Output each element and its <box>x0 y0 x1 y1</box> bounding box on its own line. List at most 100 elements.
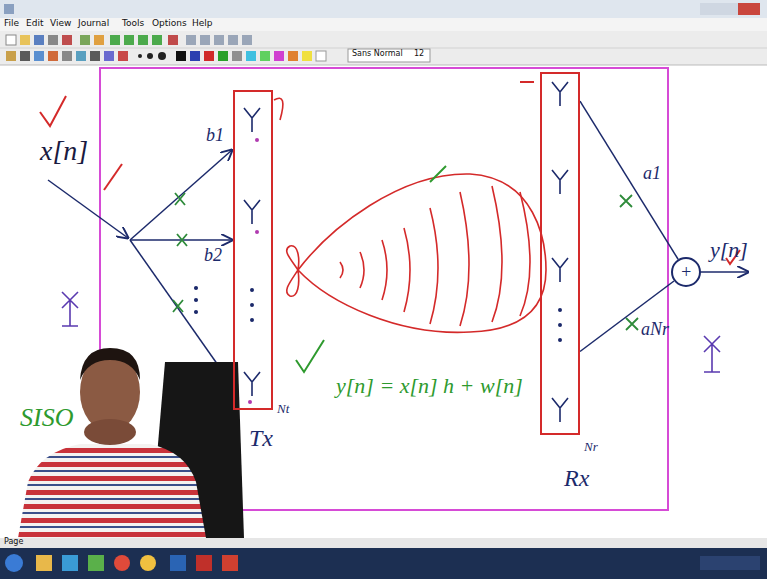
beam-pattern-part <box>382 240 387 300</box>
toolbar-icons-part <box>6 35 16 45</box>
toolbar-icons-part <box>48 51 58 61</box>
antenna-count: Nt <box>277 402 289 416</box>
input-fanout-arrows-part <box>48 180 128 238</box>
antenna-mast-symbols-part <box>62 292 78 326</box>
beam-pattern-part <box>404 228 410 312</box>
beam-pattern-part <box>460 192 469 326</box>
beam-pattern-part <box>287 270 299 296</box>
toolbar-icons-part <box>48 35 58 45</box>
weight-marks-part <box>626 318 638 330</box>
tx-antenna-elements-part <box>255 230 259 234</box>
status-and-taskbar-part <box>700 556 760 570</box>
beam-pattern-part <box>274 98 283 120</box>
beam-pattern-part <box>492 186 502 322</box>
menu-item: View <box>50 19 71 29</box>
sum-symbol: + <box>680 263 692 281</box>
status-and-taskbar-part <box>196 555 212 571</box>
toolbar-icons-part <box>246 51 256 61</box>
weight-marks-part <box>620 195 632 207</box>
toolbar-icons-part <box>232 51 242 61</box>
beam-pattern-part <box>520 192 530 316</box>
status-and-taskbar-part <box>0 538 767 548</box>
check-marks <box>40 82 740 372</box>
toolbar-icons-part <box>94 35 104 45</box>
menu-item: Journal <box>78 19 109 29</box>
toolbar-icons-part <box>218 51 228 61</box>
antenna-mast-symbols-part <box>704 336 720 372</box>
rx-antenna-elements-part <box>552 398 568 422</box>
tx-antenna-elements-part <box>248 400 252 404</box>
toolbar-icons-part <box>168 35 178 45</box>
antenna-count: Nr <box>584 440 598 454</box>
toolbar-icons-part <box>302 51 312 61</box>
input-fanout-arrows <box>48 150 232 385</box>
weight-label: b1 <box>206 126 224 146</box>
beam-pattern <box>274 98 546 332</box>
window-chrome-part <box>0 48 767 49</box>
window-chrome-part <box>0 0 767 18</box>
status-and-taskbar-part <box>62 555 78 571</box>
beam-pattern-part <box>360 252 364 288</box>
toolbar-icons-part <box>288 51 298 61</box>
check-marks-part <box>296 340 324 372</box>
output-arrow <box>698 271 748 273</box>
weight-marks <box>173 193 638 330</box>
beam-pattern-part <box>430 208 438 324</box>
array-label: Rx <box>564 466 589 490</box>
lecturer-figure-part <box>84 419 136 445</box>
font-selector: Sans Normal <box>352 50 403 59</box>
rx-antenna-elements-part <box>552 82 568 106</box>
toolbar-icons-part <box>274 51 284 61</box>
window-chrome-part <box>700 3 760 15</box>
rx-antenna-elements-part <box>552 170 568 194</box>
window-chrome-part <box>738 3 760 15</box>
toolbar-icons-part <box>34 35 44 45</box>
toolbar-icons <box>6 35 430 62</box>
toolbar-icons-part <box>186 35 196 45</box>
rx-antenna-elements-part <box>559 309 561 311</box>
window-chrome-part <box>0 65 767 66</box>
status-and-taskbar <box>0 538 767 579</box>
menu-item: Options <box>152 19 187 29</box>
toolbar-icons-part <box>6 51 16 61</box>
beam-pattern-part <box>287 246 299 270</box>
toolbar-icons-part <box>190 51 200 61</box>
tx-antenna-array: Tx <box>233 90 273 410</box>
toolbar-icons-part <box>316 51 326 61</box>
input-fanout-arrows-part <box>195 287 198 290</box>
toolbar-icons-part <box>214 35 224 45</box>
toolbar-icons-part <box>204 51 214 61</box>
rx-antenna-array: Rx <box>540 72 580 435</box>
toolbar-icons-part <box>62 51 72 61</box>
toolbar-icons-part <box>138 54 142 58</box>
toolbar-icons-part <box>260 51 270 61</box>
toolbar-icons-part <box>200 35 210 45</box>
menu-item: Edit <box>26 19 43 29</box>
check-marks-part <box>40 96 66 126</box>
toolbar-icons-part <box>124 35 134 45</box>
combiner-line <box>580 281 674 352</box>
input-fanout-arrows-part <box>195 311 198 314</box>
weight-label: a1 <box>643 164 661 184</box>
rx-antenna-elements-part <box>559 324 561 326</box>
weight-label: b2 <box>204 246 222 266</box>
toolbar-icons-part <box>80 35 90 45</box>
toolbar-icons-part <box>158 52 166 60</box>
lecturer-figure-part <box>80 348 140 380</box>
check-marks-part <box>104 164 122 190</box>
menu-item: Tools <box>122 19 144 29</box>
toolbar-icons-part <box>90 51 100 61</box>
mode-label: SISO <box>18 404 75 433</box>
tx-antenna-elements-part <box>244 372 260 396</box>
window-chrome <box>0 0 767 65</box>
weight-marks-part <box>177 234 187 246</box>
toolbar-icons-part <box>110 35 120 45</box>
status-and-taskbar-part <box>114 555 130 571</box>
window-chrome-part <box>0 31 767 65</box>
status-and-taskbar-part <box>140 555 156 571</box>
status-and-taskbar-part <box>36 555 52 571</box>
toolbar-icons-part <box>104 51 114 61</box>
tx-antenna-elements-part <box>251 304 253 306</box>
